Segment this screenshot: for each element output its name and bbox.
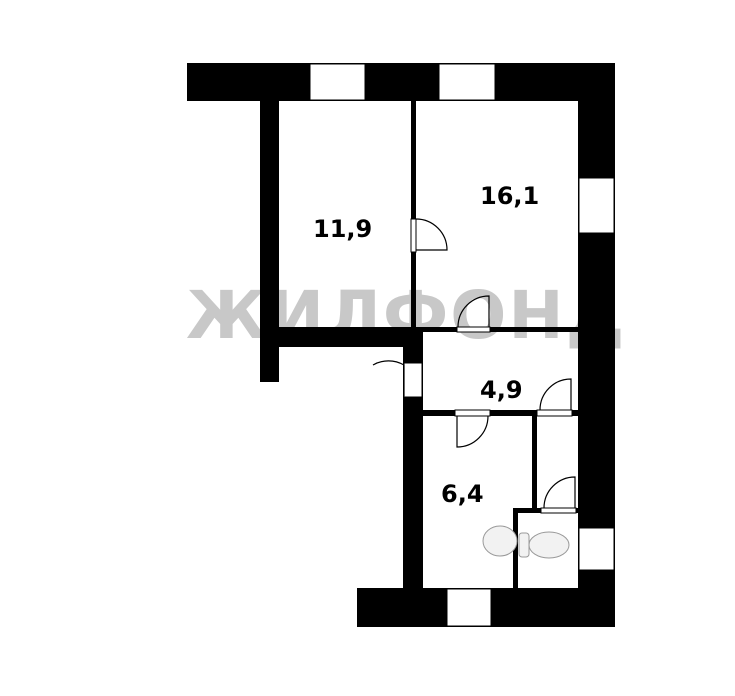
toilet-left-wall [513, 508, 518, 590]
door-swing [456, 415, 489, 448]
room-area-label: 16,1 [480, 182, 539, 210]
doors [372, 218, 577, 514]
door-frame [454, 409, 491, 417]
partition-room-2-hallway [416, 327, 578, 332]
door-frame [410, 218, 417, 253]
door-frame [540, 507, 577, 514]
window [578, 527, 615, 571]
wall-under-room-1 [279, 327, 422, 347]
left-wall [260, 101, 279, 382]
window [578, 177, 615, 234]
room-area-label: 4,9 [480, 376, 523, 404]
window [309, 63, 366, 101]
door-frame [536, 409, 573, 417]
door-swing [415, 218, 448, 251]
door-swing [543, 476, 576, 509]
door-swing [539, 378, 572, 411]
window [446, 588, 492, 627]
door-frame [403, 362, 423, 398]
door-swing [372, 360, 405, 396]
toilet-tank-icon [518, 532, 530, 558]
door-frame [456, 326, 491, 333]
door-swing [457, 295, 490, 328]
bath-partition [532, 416, 537, 510]
room-area-label: 6,4 [441, 480, 484, 508]
windows [309, 63, 615, 627]
window [438, 63, 496, 101]
partition-hallway-kitchen [423, 410, 578, 416]
sink-icon [482, 525, 518, 557]
room-area-label: 11,9 [313, 215, 372, 243]
partition-rooms [411, 101, 416, 327]
top-wall [187, 63, 615, 101]
fixtures [482, 525, 570, 559]
toilet-icon [528, 531, 570, 559]
